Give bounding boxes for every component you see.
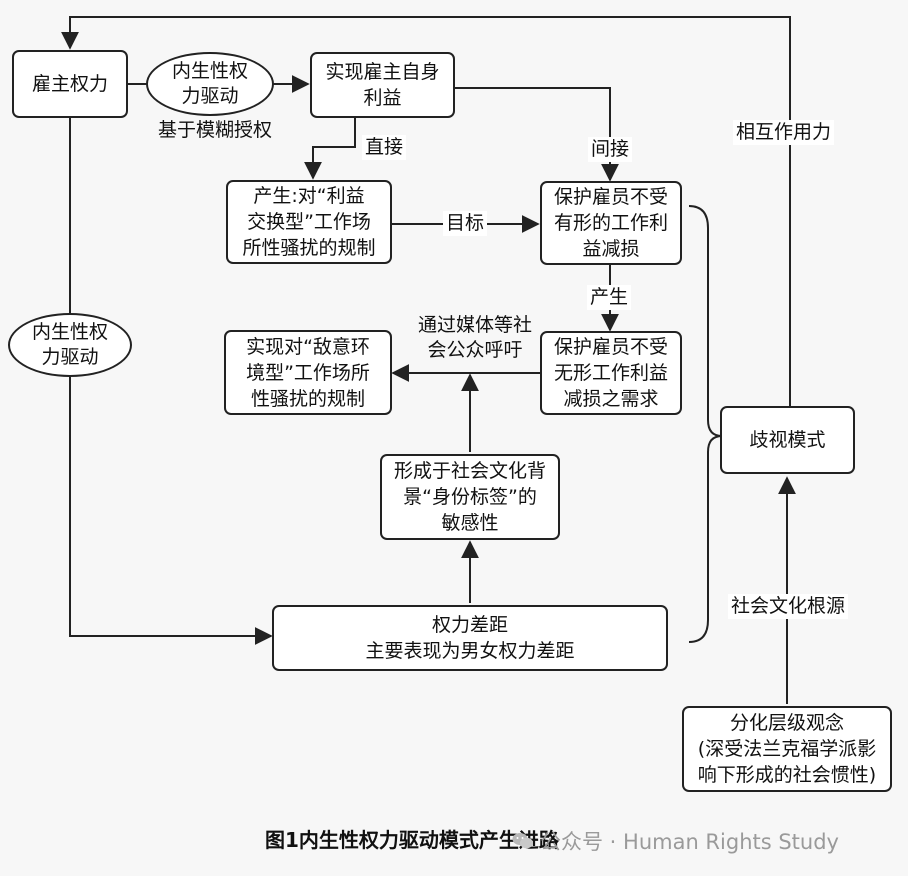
node-employer-power: 雇主权力 xyxy=(12,50,128,118)
edge-direct xyxy=(304,117,356,180)
node-power-gap: 权力差距 主要表现为男女权力差距 xyxy=(272,605,668,671)
edge-label-goal: 目标 xyxy=(443,211,488,236)
edge-interaction-loop xyxy=(61,16,791,406)
edge-label-interaction: 相互作用力 xyxy=(733,120,835,145)
figure-caption: 图1内生性权力驱动模式产生进路 xyxy=(265,828,559,852)
node-hierarchy-concept: 分化层级观念 (深受法兰克福学派影 响下形成的社会惯性) xyxy=(682,706,892,792)
watermark-text: 公众号 · Human Rights Study xyxy=(540,830,839,854)
node-protect-tangible: 保护雇员不受 有形的工作利 益减损 xyxy=(540,181,682,265)
wechat-icon xyxy=(512,833,533,849)
label-media-appeal: 通过媒体等社 会公众呼吁 xyxy=(417,314,532,361)
watermark: 公众号 · Human Rights Study xyxy=(512,826,839,856)
node-internal-drive-left: 内生性权 力驱动 xyxy=(8,313,132,377)
node-protect-intangible: 保护雇员不受 无形工作利益 减损之需求 xyxy=(540,331,682,415)
node-internal-drive-top: 内生性权 力驱动 xyxy=(146,52,274,116)
node-identity-sensitivity: 形成于社会文化背 景“身份标签”的 敏感性 xyxy=(380,454,560,540)
edge-label-indirect: 间接 xyxy=(588,137,633,162)
edge-left-column xyxy=(69,117,273,645)
brace xyxy=(688,205,723,643)
edge-label-produce: 产生 xyxy=(587,285,632,310)
edge-label-direct: 直接 xyxy=(362,135,407,160)
node-discrimination-model: 歧视模式 xyxy=(720,406,855,474)
node-quid-pro-quo: 产生:对“利益 交换型”工作场 所性骚扰的规制 xyxy=(226,180,392,264)
edge-indirect xyxy=(455,87,619,182)
node-hostile-environment: 实现对“敌意环 境型”工作场所 性骚扰的规制 xyxy=(224,330,392,415)
node-self-interest: 实现雇主自身 利益 xyxy=(310,52,455,118)
edge-label-sociocultural-root: 社会文化根源 xyxy=(728,594,849,619)
label-fuzzy-authorization: 基于模糊授权 xyxy=(157,119,272,141)
